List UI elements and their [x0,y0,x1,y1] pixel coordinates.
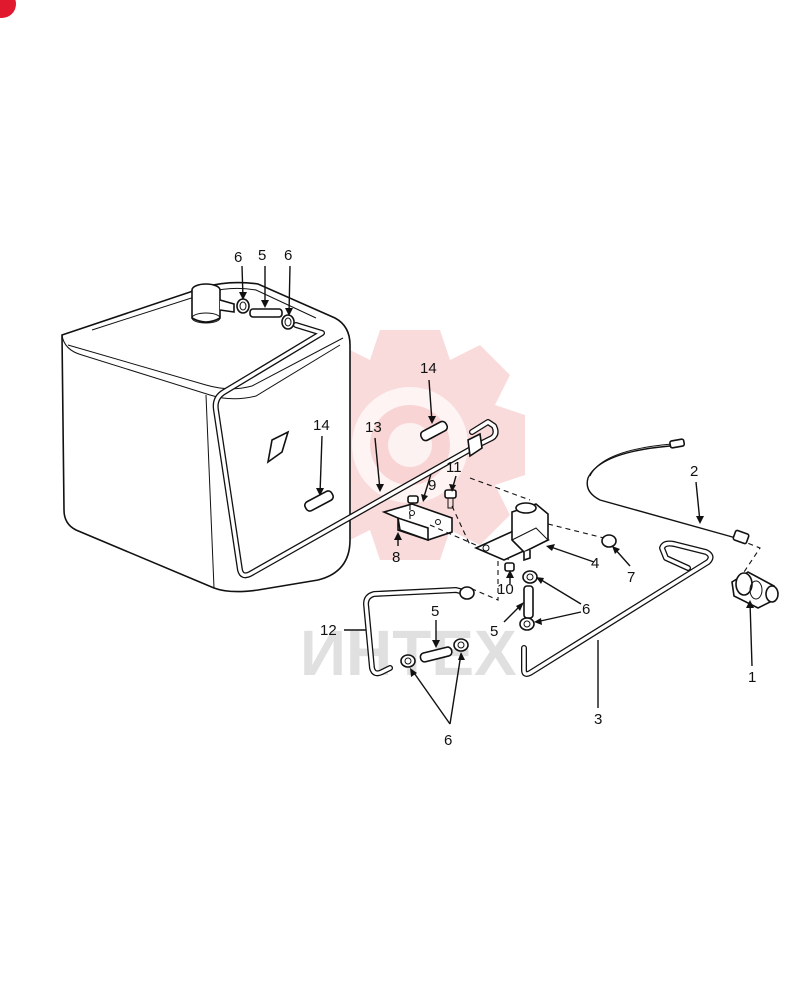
callout-5: 5 [490,623,498,640]
callout-6: 6 [582,601,590,618]
callout-12: 12 [320,622,337,639]
fuel-line-3 [521,540,714,677]
clamp [522,570,538,584]
callout-5: 5 [431,603,439,620]
callout-7: 7 [627,569,635,586]
callout-2: 2 [690,463,698,480]
callout-10: 10 [497,581,514,598]
callout-6: 6 [234,249,242,266]
bolt-11 [444,489,457,509]
fuel-line-13 [212,322,499,579]
mounting-bracket-8 [381,503,453,542]
callout-5: 5 [258,247,266,264]
fuel-line-12 [363,586,475,677]
callout-8: 8 [392,549,400,566]
clamp [236,298,250,314]
arrowheads [239,292,754,677]
fitting-1 [731,571,779,609]
alignment-line [739,539,761,573]
callout-13: 13 [365,419,382,436]
alignment-line [469,477,531,501]
callout-3: 3 [594,711,602,728]
clamp [453,638,469,652]
alignment-line [547,523,605,539]
hose-section [249,308,283,318]
watermark-text: ИНТЕХ [300,617,517,689]
clamp [519,617,535,631]
alignment-line [451,505,471,546]
callout-14: 14 [313,417,330,434]
callout-6: 6 [284,247,292,264]
alignment-line [469,552,499,601]
nut-10 [504,562,515,572]
clamp [281,314,295,330]
callout-6: 6 [444,732,452,749]
watermark-gear-icon [295,330,525,560]
callout-9: 9 [428,477,436,494]
hose-piece-14 [419,420,449,442]
callout-11: 11 [446,459,462,476]
cable-2 [586,438,750,545]
plug-7 [601,534,617,548]
corner-logo-icon [0,0,16,18]
upper-hose-assembly [236,298,295,330]
bolt-9 [407,495,419,504]
callout-14: 14 [420,360,437,377]
callout-4: 4 [591,555,599,572]
clamp [400,654,416,668]
fuel-filter-4 [474,502,550,562]
hose-5-lower [419,646,453,663]
hose-piece-14 [304,490,334,512]
callout-1: 1 [748,669,756,686]
hose-5-vertical [523,585,534,619]
